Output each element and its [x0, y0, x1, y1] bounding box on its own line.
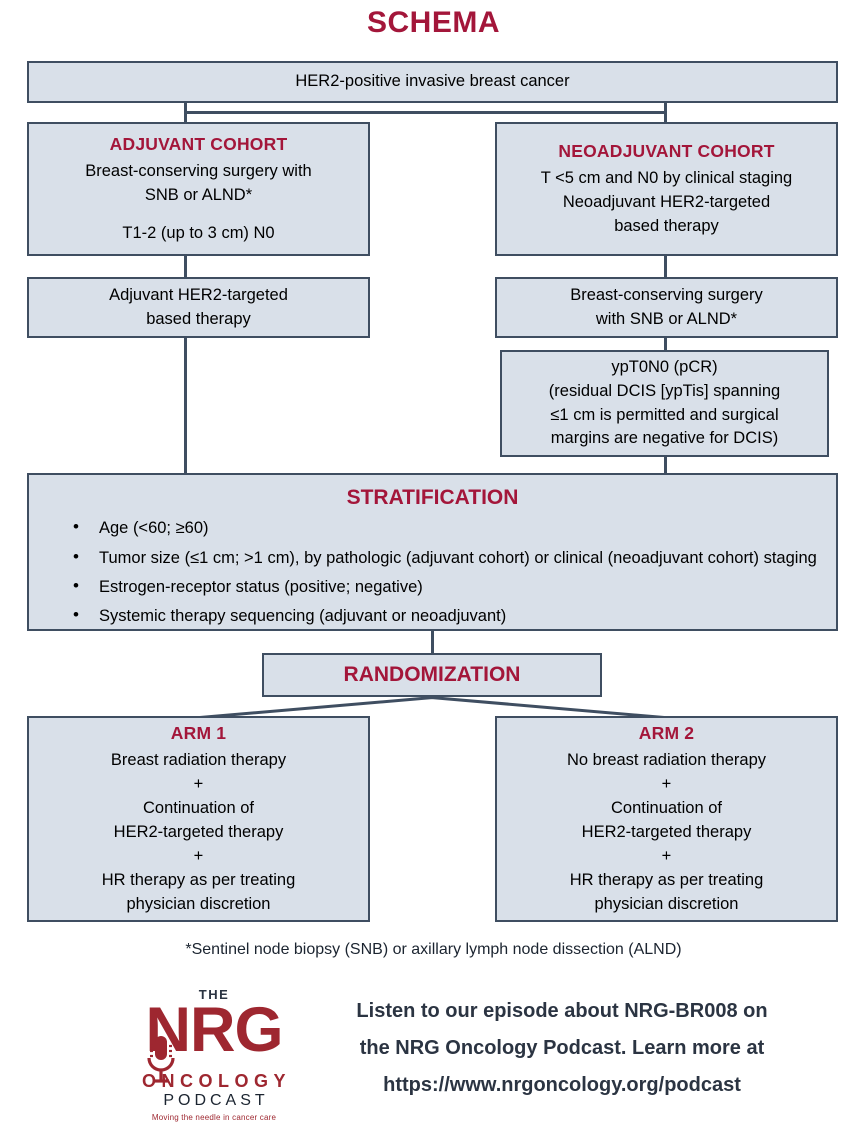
arm2-line4: HR therapy as per treating — [569, 871, 764, 890]
neoadjuvant-cohort-line1: T <5 cm and N0 by clinical staging — [540, 169, 793, 188]
arm1-plus1: + — [193, 775, 204, 794]
neoadjuvant-surgery-line2: with SNB or ALND* — [595, 309, 738, 328]
node-pcr-criteria: ypT0N0 (pCR) (residual DCIS [ypTis] span… — [500, 350, 829, 457]
arm1-line4: HR therapy as per treating — [101, 871, 296, 890]
arm1-line1: Breast radiation therapy — [110, 751, 287, 770]
adjuvant-therapy-line1: Adjuvant HER2-targeted — [109, 285, 288, 304]
arm1-header: ARM 1 — [170, 723, 227, 744]
adjuvant-cohort-line1: Breast-conserving surgery with — [85, 162, 312, 181]
arm2-line2: Continuation of — [611, 799, 722, 818]
pcr-line1: ypT0N0 (pCR) — [611, 357, 718, 376]
neoadjuvant-surgery-line1: Breast-conserving surgery — [570, 285, 763, 304]
logo-podcast-text: PODCAST — [163, 1092, 269, 1109]
node-randomization: RANDOMIZATION — [262, 653, 602, 697]
logo-tagline: Moving the needle in cancer care — [151, 1113, 277, 1122]
arm1-plus2: + — [193, 847, 204, 866]
arm1-line5: physician discretion — [126, 894, 271, 913]
stratification-item: Tumor size (≤1 cm; >1 cm), by pathologic… — [73, 546, 822, 569]
connector-population-down-right — [664, 103, 667, 123]
arm2-line3: HER2-targeted therapy — [581, 823, 752, 842]
adjuvant-cohort-line2: SNB or ALND* — [144, 186, 253, 205]
neoadjuvant-cohort-line3: based therapy — [614, 217, 719, 236]
pcr-line2: (residual DCIS [ypTis] spanning — [548, 381, 781, 400]
connector-stratification-to-randomization — [431, 631, 434, 655]
connector-adjuvant-to-therapy — [184, 256, 187, 278]
arm2-plus2: + — [661, 847, 672, 866]
neoadjuvant-cohort-line2: Neoadjuvant HER2-targeted — [562, 193, 771, 212]
node-arm1: ARM 1 Breast radiation therapy + Continu… — [27, 716, 370, 922]
podcast-promo: Listen to our episode about NRG-BR008 on… — [312, 993, 812, 1104]
arm2-plus1: + — [661, 775, 672, 794]
node-population: HER2-positive invasive breast cancer — [27, 61, 838, 103]
node-adjuvant-therapy: Adjuvant HER2-targeted based therapy — [27, 277, 370, 338]
node-neoadjuvant-surgery: Breast-conserving surgery with SNB or AL… — [495, 277, 838, 338]
promo-line1: Listen to our episode about NRG-BR008 on — [356, 1000, 768, 1022]
promo-line2: the NRG Oncology Podcast. Learn more at — [359, 1037, 765, 1059]
footer: THE NRG ONCOLOGY PODCAST Moving the need… — [0, 985, 867, 1131]
connector-population-spine — [184, 111, 667, 114]
stratification-item: Systemic therapy sequencing (adjuvant or… — [73, 604, 822, 627]
connector-adjuvant-to-stratification — [184, 338, 187, 474]
node-neoadjuvant-cohort: NEOADJUVANT COHORT T <5 cm and N0 by cli… — [495, 122, 838, 256]
arm2-header: ARM 2 — [638, 723, 695, 744]
logo-the-text: THE — [198, 987, 230, 1002]
stratification-item: Age (<60; ≥60) — [73, 516, 822, 539]
neoadjuvant-cohort-header: NEOADJUVANT COHORT — [558, 140, 775, 161]
nrg-oncology-podcast-logo: THE NRG ONCOLOGY PODCAST Moving the need… — [118, 987, 310, 1127]
randomization-label: RANDOMIZATION — [343, 662, 521, 686]
stratification-list: Age (<60; ≥60) Tumor size (≤1 cm; >1 cm)… — [43, 516, 822, 627]
pcr-line3: ≤1 cm is permitted and surgical — [550, 405, 779, 424]
footnote: *Sentinel node biopsy (SNB) or axillary … — [185, 941, 682, 958]
connector-population-down-left — [184, 103, 187, 123]
arm1-line3: HER2-targeted therapy — [113, 823, 284, 842]
stratification-header: STRATIFICATION — [346, 486, 519, 509]
connector-neoadjuvant-to-surgery — [664, 256, 667, 278]
connector-pcr-to-stratification — [664, 457, 667, 474]
logo-oncology-text: ONCOLOGY — [141, 1071, 291, 1091]
arm1-line2: Continuation of — [143, 799, 254, 818]
page-title: SCHEMA — [366, 6, 500, 39]
promo-url[interactable]: https://www.nrgoncology.org/podcast — [383, 1074, 741, 1096]
microphone-icon — [147, 1036, 175, 1083]
arm2-line5: physician discretion — [594, 894, 739, 913]
arm2-line1: No breast radiation therapy — [566, 751, 767, 770]
node-adjuvant-cohort: ADJUVANT COHORT Breast-conserving surger… — [27, 122, 370, 256]
node-stratification: STRATIFICATION Age (<60; ≥60) Tumor size… — [27, 473, 838, 631]
adjuvant-cohort-line3: T1-2 (up to 3 cm) N0 — [122, 224, 275, 243]
node-arm2: ARM 2 No breast radiation therapy + Cont… — [495, 716, 838, 922]
adjuvant-cohort-header: ADJUVANT COHORT — [109, 133, 288, 154]
population-text: HER2-positive invasive breast cancer — [295, 72, 570, 91]
adjuvant-therapy-line2: based therapy — [146, 309, 251, 328]
stratification-item: Estrogen-receptor status (positive; nega… — [73, 575, 822, 598]
connector-surgery-to-pcr — [664, 338, 667, 351]
logo-nrg-text: NRG — [145, 995, 284, 1065]
pcr-line4: margins are negative for DCIS) — [550, 429, 779, 448]
